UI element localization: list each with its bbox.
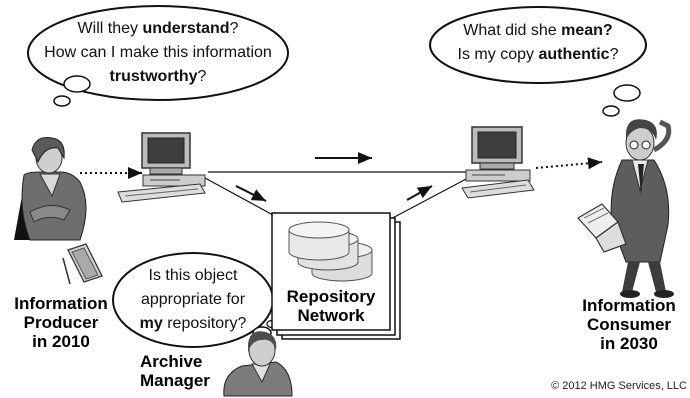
copyright-text: © 2012 HMG Services, LLC	[551, 380, 687, 392]
producer-computer-icon	[117, 132, 206, 203]
consumer-bubble-line2: Is my copy authentic?	[457, 46, 619, 63]
producer-bubble-line3: trustworthy?	[109, 68, 207, 85]
producer-speech-bubble	[27, 5, 289, 107]
consumer-figure-icon	[610, 119, 674, 298]
producer-label: Information Producer in 2010	[14, 294, 108, 351]
producer-figure-icon	[14, 137, 87, 241]
document-tablet-icon	[62, 243, 103, 285]
archive-manager-label: Archive Manager	[140, 352, 210, 390]
manager-bubble-line3: my repository?	[139, 315, 247, 332]
repository-network-label: Repository Network	[286, 287, 376, 325]
consumer-speech-bubble	[429, 6, 647, 117]
manager-bubble-text: Is this object appropriate for my reposi…	[117, 264, 269, 336]
producer-bubble-text: Will they understand? How can I make thi…	[30, 17, 286, 89]
consumer-computer-icon	[461, 126, 535, 199]
ingest-arrow-icon	[235, 185, 267, 202]
archive-manager-figure-icon	[223, 331, 293, 397]
consumer-bubble-line1: What did she mean?	[463, 22, 613, 39]
consumer-label: Information Consumer in 2030	[582, 296, 676, 353]
database-icon	[288, 221, 373, 282]
access-arrow-icon	[406, 185, 433, 201]
producer-bubble-line1: Will they understand?	[77, 20, 239, 37]
producer-bubble-line2: How can I make this information	[44, 44, 272, 61]
open-book-icon	[577, 203, 627, 253]
manager-bubble-line1: Is this object	[148, 267, 238, 284]
manager-bubble-line2: appropriate for	[140, 291, 246, 308]
consumer-bubble-text: What did she mean? Is my copy authentic?	[436, 19, 640, 67]
consumer-dotted-arrow-icon	[535, 157, 603, 170]
